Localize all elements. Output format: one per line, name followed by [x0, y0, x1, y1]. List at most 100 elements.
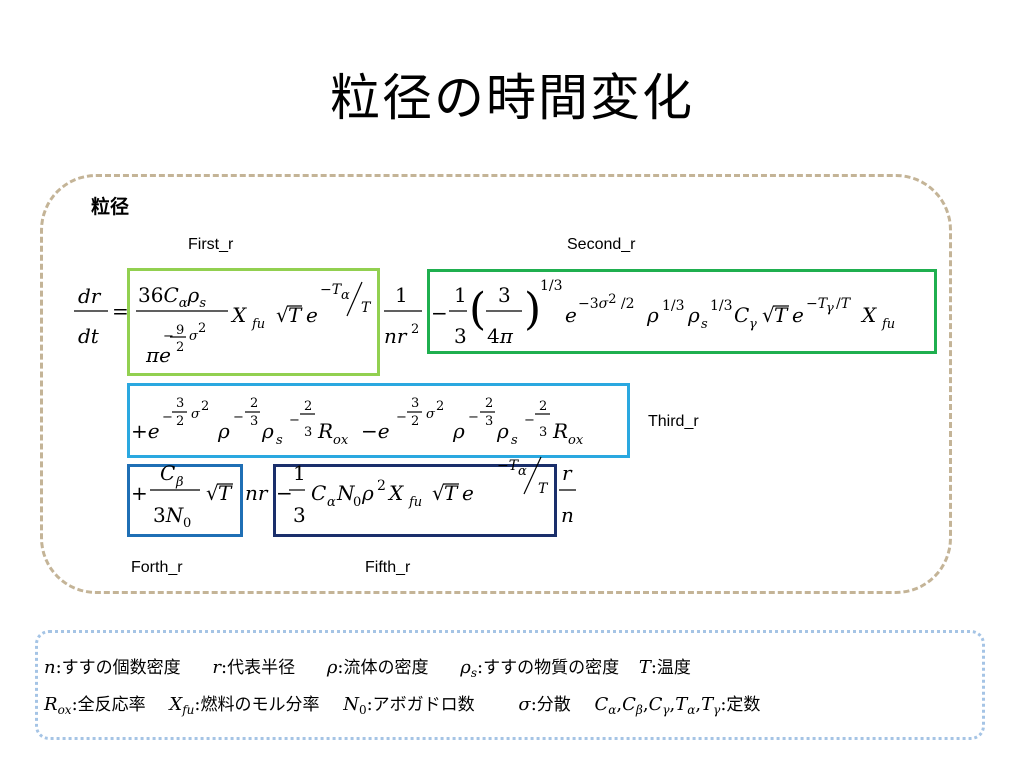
- svg-text:nr: nr: [245, 481, 269, 505]
- svg-text:T: T: [288, 303, 303, 327]
- svg-text:e: e: [792, 303, 804, 327]
- svg-text:2: 2: [250, 396, 258, 411]
- svg-text:C: C: [160, 461, 175, 485]
- svg-text:e: e: [306, 303, 318, 327]
- svg-text:γ: γ: [749, 317, 757, 332]
- fifth-term-formula: − 1 3 C α N 0 ρ 2 X fu √ T e −T α T r n: [276, 456, 576, 527]
- svg-text:√: √: [432, 481, 445, 505]
- svg-text:s: s: [511, 433, 518, 448]
- legend-rho-s: すすの物質の密度: [483, 658, 620, 678]
- svg-text:β: β: [175, 475, 184, 490]
- svg-text:√: √: [762, 303, 775, 327]
- svg-text:πe: πe: [145, 343, 171, 367]
- svg-text:−: −: [163, 329, 174, 344]
- svg-text:=: =: [112, 299, 129, 323]
- svg-text:2: 2: [411, 414, 419, 429]
- svg-text:2: 2: [176, 340, 184, 355]
- svg-text:3: 3: [411, 396, 419, 411]
- svg-text:√: √: [276, 303, 289, 327]
- svg-text:−: −: [276, 481, 293, 505]
- svg-text:C: C: [311, 481, 326, 505]
- svg-text:1/3: 1/3: [710, 298, 733, 314]
- svg-text:γ: γ: [826, 301, 834, 316]
- legend-x-fu: 燃料のモル分率: [200, 695, 320, 715]
- svg-text:3: 3: [539, 425, 547, 440]
- third-term-box: [127, 383, 630, 458]
- svg-text:R: R: [552, 419, 568, 443]
- svg-text:/T: /T: [836, 296, 852, 312]
- svg-text:T: T: [444, 481, 459, 505]
- svg-text:0: 0: [353, 495, 361, 510]
- equation-panel: [40, 174, 952, 594]
- svg-text:+e: +e: [131, 419, 160, 443]
- svg-text:s: s: [276, 433, 283, 448]
- svg-text:X: X: [860, 303, 877, 327]
- svg-text:2: 2: [485, 396, 493, 411]
- svg-text:3: 3: [454, 324, 467, 348]
- legend-r: 代表半径: [227, 658, 296, 678]
- svg-text:3: 3: [485, 414, 493, 429]
- svg-text:R: R: [317, 419, 333, 443]
- svg-text:s: s: [701, 317, 708, 332]
- svg-text:ρ: ρ: [361, 481, 374, 505]
- svg-text:e: e: [565, 303, 577, 327]
- forth-term-formula: + C β 3N 0 √ T nr: [131, 461, 269, 531]
- fifth-term-label: Fifth_r: [365, 559, 411, 576]
- svg-text:3: 3: [498, 283, 511, 307]
- svg-text:36Cαρs: 36Cαρs: [138, 283, 206, 311]
- svg-text:r: r: [562, 461, 573, 485]
- section-label: 粒径: [91, 196, 130, 218]
- legend-constants: 定数: [726, 695, 761, 715]
- svg-text:−T: −T: [320, 282, 343, 298]
- legend-row-1: n:すすの個数密度 r:代表半径 ρ:流体の密度 ρs:すすの物質の密度 T:温…: [44, 657, 691, 680]
- first-term-formula: 36Cαρs 9 − 2 σ 2 πe X fu √ T e −T α T 1 …: [136, 281, 422, 367]
- svg-text:−: −: [468, 410, 479, 425]
- svg-text:σ: σ: [426, 407, 436, 422]
- svg-text:σ: σ: [191, 407, 201, 422]
- svg-text:α: α: [518, 464, 527, 479]
- svg-text:3: 3: [293, 503, 306, 527]
- svg-text:ρ: ρ: [646, 303, 659, 327]
- svg-text:n: n: [561, 503, 574, 527]
- svg-text:fu: fu: [251, 317, 265, 332]
- svg-text:ox: ox: [568, 433, 584, 448]
- svg-text:T: T: [538, 481, 549, 497]
- svg-text:e: e: [462, 481, 474, 505]
- svg-text:T: T: [361, 300, 372, 316]
- svg-text:1/3: 1/3: [662, 298, 685, 314]
- svg-text:−3σ2 /2: −3σ2 /2: [578, 292, 635, 312]
- forth-term-label: Forth_r: [131, 559, 183, 576]
- svg-text:−: −: [396, 410, 407, 425]
- svg-text:σ: σ: [189, 329, 199, 344]
- svg-text:dr: dr: [78, 284, 102, 308]
- svg-text:α: α: [327, 495, 336, 510]
- slide-title: 粒径の時間変化: [330, 69, 694, 127]
- svg-text:2: 2: [377, 478, 386, 494]
- second-term-label: Second_r: [567, 236, 636, 253]
- third-term-formula: +e − 3 2 σ 2 ρ − 2 3 ρ s − 2 3 R ox −e −…: [131, 396, 584, 448]
- legend-n: すすの個数密度: [61, 658, 181, 678]
- svg-text:2: 2: [198, 321, 206, 336]
- svg-text:2: 2: [201, 399, 209, 414]
- svg-text:0: 0: [183, 516, 191, 531]
- fifth-term-box: [273, 464, 557, 537]
- svg-text:2: 2: [411, 322, 419, 337]
- svg-text:ρ: ρ: [687, 303, 700, 327]
- legend-rho: 流体の密度: [343, 658, 429, 678]
- svg-text:3N: 3N: [153, 503, 185, 527]
- first-term-box: [127, 268, 380, 376]
- svg-text:−e: −e: [361, 419, 390, 443]
- svg-text:3: 3: [304, 425, 312, 440]
- svg-text:2: 2: [539, 399, 547, 414]
- svg-text:T: T: [218, 481, 233, 505]
- svg-text:−T: −T: [497, 458, 520, 474]
- svg-text:ρ: ρ: [217, 419, 230, 443]
- legend-t: 温度: [656, 658, 691, 678]
- svg-text:1: 1: [454, 283, 467, 307]
- lhs-derivative: dr dt =: [74, 284, 129, 348]
- svg-text:√: √: [206, 481, 219, 505]
- svg-text:ρ: ρ: [452, 419, 465, 443]
- svg-text:−: −: [431, 301, 448, 325]
- svg-text:2: 2: [304, 399, 312, 414]
